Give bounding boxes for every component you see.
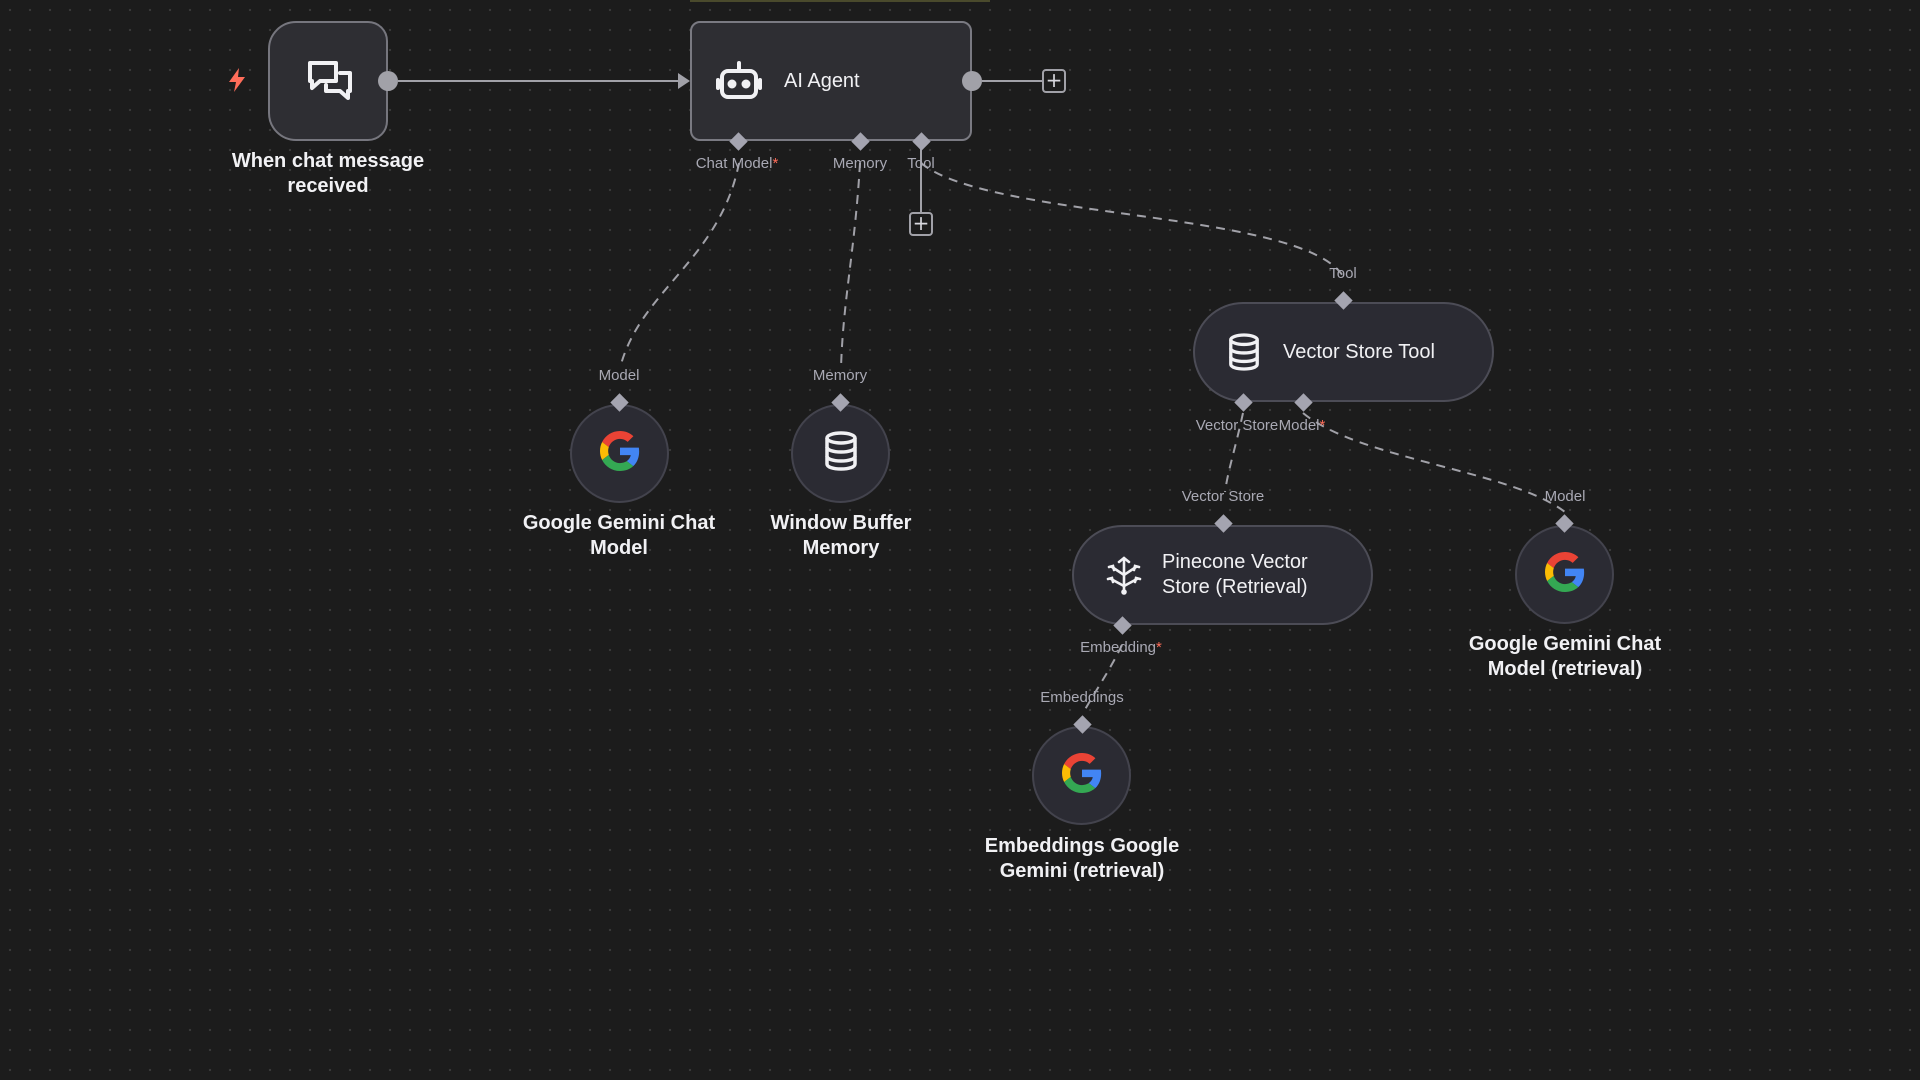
database-icon	[823, 431, 859, 476]
gemini-retrieval-node[interactable]	[1515, 525, 1614, 624]
database-icon	[1227, 333, 1261, 371]
agent-tool-port-label: Tool	[907, 155, 935, 172]
ai-agent-node[interactable]: AI Agent	[690, 21, 972, 141]
chat-bubbles-icon	[304, 57, 356, 114]
robot-icon	[716, 60, 762, 102]
trigger-node[interactable]	[268, 21, 388, 141]
gemini-chat-label: Google Gemini Chat Model	[522, 512, 716, 559]
wire-model-retrieval[interactable]	[1302, 412, 1566, 513]
canvas-top-indicator	[690, 0, 990, 2]
embeddings-node[interactable]	[1032, 726, 1131, 825]
agent-memory-port-label: Memory	[832, 155, 888, 172]
pinecone-port-label: Vector Store	[1181, 488, 1265, 505]
ai-agent-title: AI Agent	[784, 69, 860, 92]
gemini-retrieval-port-label: Model	[1544, 488, 1586, 505]
agent-add-output-button[interactable]: +	[1042, 69, 1066, 93]
trigger-output-handle[interactable]	[378, 71, 398, 91]
google-g-icon	[1544, 552, 1585, 597]
lightning-bolt-icon	[226, 66, 248, 94]
pinecone-icon	[1106, 555, 1142, 595]
wire-tool[interactable]	[920, 162, 1344, 277]
agent-output-handle[interactable]	[962, 71, 982, 91]
embeddings-label: Embeddings Google Gemini (retrieval)	[984, 835, 1180, 882]
pinecone-title: Pinecone Vector Store (Retrieval)	[1162, 551, 1308, 598]
window-buffer-memory-node[interactable]	[791, 404, 890, 503]
wire-memory[interactable]	[840, 162, 861, 369]
google-g-icon	[599, 431, 640, 476]
memory-label: Window Buffer Memory	[770, 512, 912, 559]
embeddings-port-label: Embeddings	[1040, 689, 1124, 706]
trigger-node-label: When chat message received	[231, 150, 425, 197]
pinecone-embedding-port-label: Embedding*	[1080, 639, 1162, 656]
gemini-chat-port-label: Model	[598, 367, 640, 384]
vector-tool-store-port-label: Vector Store	[1195, 417, 1279, 434]
agent-chat-model-port-label: Chat Model*	[695, 155, 779, 172]
wire-embedding[interactable]	[1082, 644, 1123, 714]
google-g-icon	[1061, 753, 1102, 798]
pinecone-vector-store-node[interactable]: Pinecone Vector Store (Retrieval)	[1072, 525, 1373, 625]
agent-input-arrow	[678, 73, 690, 89]
gemini-chat-node[interactable]	[570, 404, 669, 503]
gemini-retrieval-label: Google Gemini Chat Model (retrieval)	[1468, 633, 1662, 680]
vector-store-tool-title: Vector Store Tool	[1283, 340, 1435, 363]
memory-port-label: Memory	[812, 367, 868, 384]
vector-store-tool-node[interactable]: Vector Store Tool	[1193, 302, 1494, 402]
vector-tool-port-label: Tool	[1329, 265, 1357, 282]
agent-add-tool-button[interactable]: +	[909, 212, 933, 236]
wire-chat-model[interactable]	[619, 162, 740, 369]
vector-tool-model-port-label: Model*	[1278, 417, 1326, 434]
